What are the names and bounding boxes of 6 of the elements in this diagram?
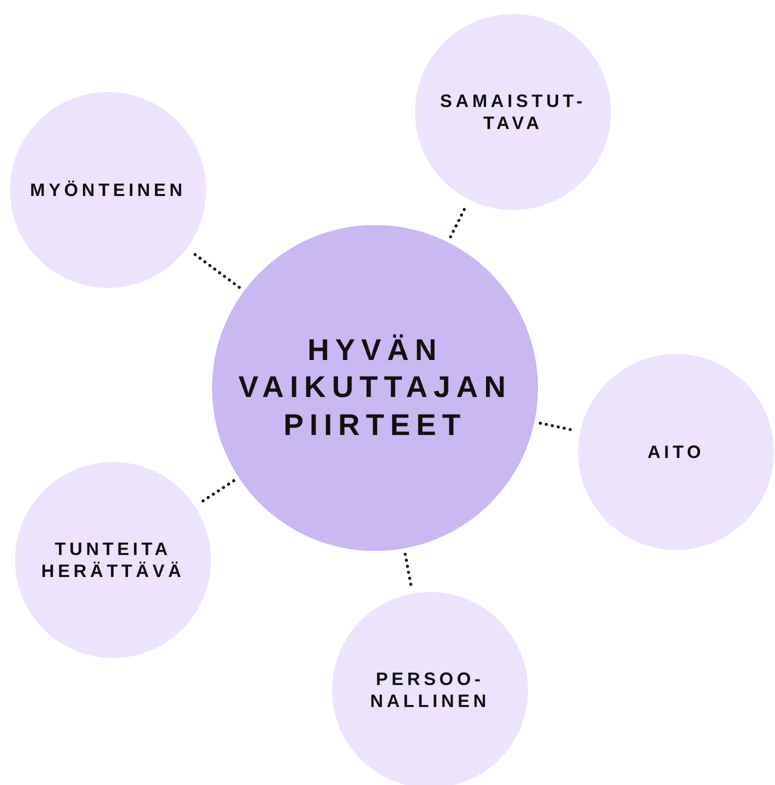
trait-label: TUNTEITA HERÄTTÄVÄ: [40, 538, 186, 582]
trait-label: MYÖNTEINEN: [30, 178, 186, 202]
trait-label: PERSOO- NALLINEN: [369, 668, 491, 712]
trait-label: AITO: [647, 440, 705, 464]
trait-label: SAMAISTUT- TAVA: [439, 90, 587, 134]
diagram-heading: HYVÄN VAIKUTTAJAN PIIRTEET: [237, 332, 513, 444]
